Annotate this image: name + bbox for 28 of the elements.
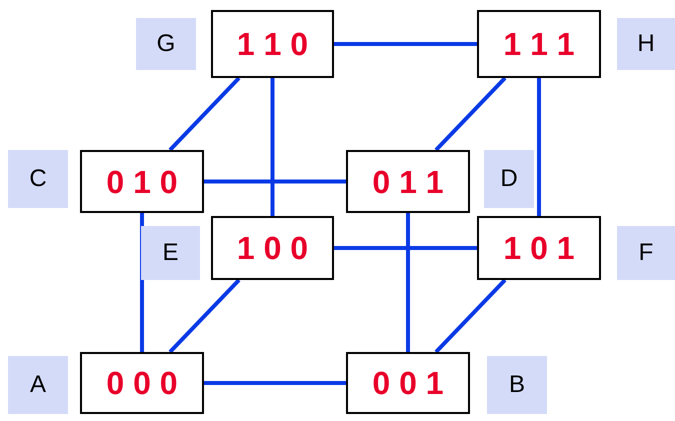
binary-code-box: 1 1 1 [477, 10, 601, 78]
connector-line [406, 213, 410, 352]
letter-tag: G [136, 18, 196, 70]
connector-line [140, 213, 144, 352]
letter-tag: F [617, 226, 675, 280]
connector-line [204, 180, 346, 184]
connector-line [434, 278, 506, 354]
connector-line [270, 78, 274, 216]
binary-code-box: 1 0 1 [477, 216, 601, 280]
letter-tag: E [141, 226, 200, 280]
binary-code-box: 1 1 0 [211, 10, 334, 78]
connector-line [168, 76, 240, 152]
letter-tag: D [484, 150, 534, 208]
connector-line [334, 246, 477, 250]
letter-tag: H [617, 18, 675, 70]
letter-tag: B [487, 356, 547, 414]
connector-line [334, 42, 477, 46]
letter-tag: C [8, 150, 68, 208]
connector-line [168, 278, 240, 354]
binary-code-box: 0 0 0 [80, 352, 204, 414]
connector-line [434, 76, 506, 152]
connector-line [537, 78, 541, 216]
binary-code-box: 1 0 0 [211, 216, 334, 280]
letter-tag: A [8, 356, 68, 414]
binary-code-box: 0 1 0 [80, 150, 204, 213]
binary-code-box: 0 0 1 [346, 352, 470, 414]
binary-code-box: 0 1 1 [346, 150, 470, 213]
connector-line [204, 381, 346, 385]
